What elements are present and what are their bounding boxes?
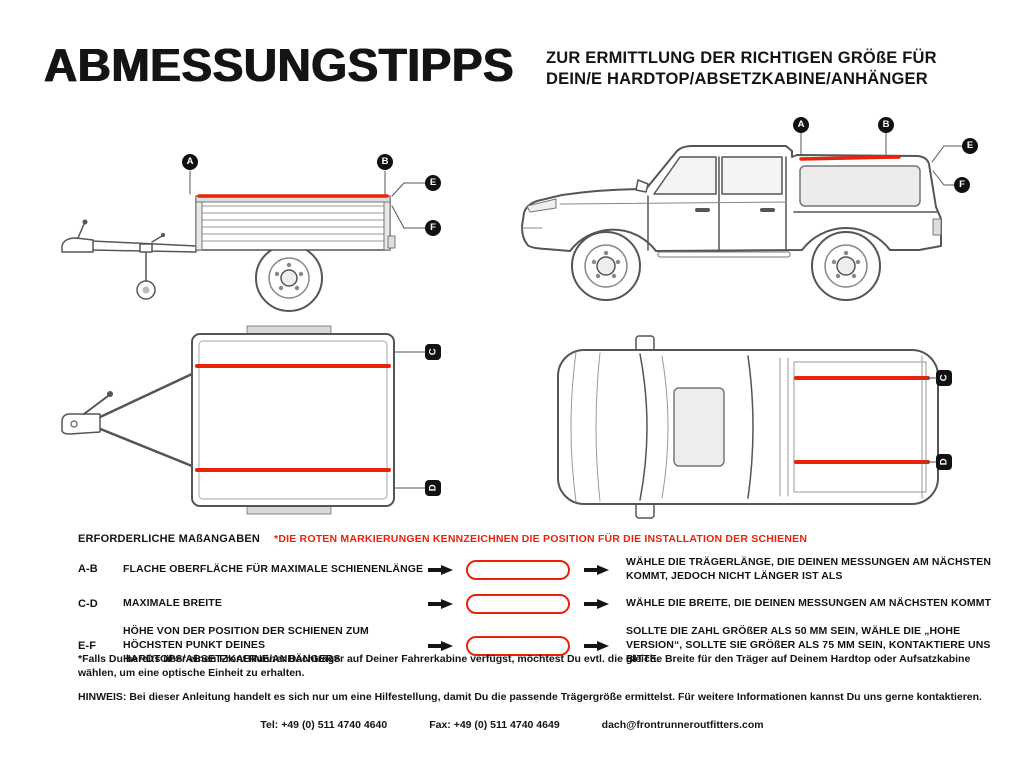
measurements-table: ERFORDERLICHE MAßANGABEN *DIE ROTEN MARK… [78, 533, 1000, 666]
size-pill [466, 635, 570, 656]
subtitle-line-1: ZUR ERMITTLUNG DER RICHTIGEN GRÖßE FÜR [546, 49, 937, 67]
measure-label: MAXIMALE BREITE [123, 597, 222, 610]
page-subtitle: ZUR ERMITTLUNG DER RICHTIGEN GRÖßE FÜR D… [546, 48, 976, 91]
arrow-icon [584, 564, 609, 575]
arrow-icon [428, 599, 453, 610]
truck-side-view [521, 132, 963, 301]
measure-row-ab: A-B FLACHE OBERFLÄCHE FÜR MAXIMALE SCHIE… [78, 556, 1000, 583]
page-title: ABMESSUNGSTIPPS [44, 39, 515, 91]
marker-f-truck: F [954, 177, 970, 193]
measurements-heading: ERFORDERLICHE MAßANGABEN [78, 533, 261, 545]
measure-label: HÖHE VON DER POSITION DER SCHIENEN ZUM H… [123, 625, 369, 665]
measure-label: FLACHE OBERFLÄCHE FÜR MAXIMALE SCHIENENL… [123, 562, 424, 575]
size-pill [466, 559, 570, 580]
contact-fax: Fax: +49 (0) 511 4740 4649 [429, 719, 560, 731]
arrow-icon [584, 599, 609, 610]
arrow-icon [428, 564, 453, 575]
measure-row-cd: C-D MAXIMALE BREITE WÄHLE DIE BREITE, DI… [78, 594, 1000, 615]
trailer-side-view [61, 170, 426, 312]
marker-d-truck: D [936, 454, 952, 470]
contact-tel: Tel: +49 (0) 511 4740 4640 [260, 719, 388, 731]
footnote-asterisk: *Falls Du bereits über einen Front Runne… [78, 653, 971, 680]
measurements-heading-row: ERFORDERLICHE MAßANGABEN *DIE ROTEN MARK… [78, 533, 1000, 545]
measure-result: SOLLTE DIE ZAHL GRÖßER ALS 50 MM SEIN, W… [626, 625, 991, 665]
size-pill [466, 594, 570, 615]
marker-b-trailer: B [377, 154, 393, 170]
subtitle-line-2: DEIN/E HARDTOP/ABSETZKABINE/ANHÄNGER [546, 70, 928, 89]
measure-row-ef: E-F HÖHE VON DER POSITION DER SCHIENEN Z… [78, 625, 1000, 666]
measure-key: A-B [78, 563, 98, 576]
marker-b-truck: B [878, 117, 894, 133]
contact-footer: Tel: +49 (0) 511 4740 4640 Fax: +49 (0) … [0, 719, 1024, 731]
measure-result: WÄHLE DIE TRÄGERLÄNGE, DIE DEINEN MESSUN… [626, 556, 992, 582]
arrow-icon [584, 640, 609, 651]
red-markings-note: *DIE ROTEN MARKIERUNGEN KENNZEICHNEN DIE… [274, 533, 808, 545]
measure-key: C-D [78, 598, 98, 611]
rail-marking-truck-side [799, 155, 901, 161]
footnote-hinweis: HINWEIS: Bei dieser Anleitung handelt es… [78, 691, 982, 703]
measure-result: WÄHLE DIE BREITE, DIE DEINEN MESSUNGEN A… [626, 597, 992, 610]
marker-c-truck: C [936, 370, 952, 386]
measure-key: E-F [78, 639, 97, 652]
marker-f-trailer: F [425, 220, 441, 236]
marker-c-trailer: C [425, 344, 441, 360]
marker-e-truck: E [962, 138, 978, 154]
trailer-top-view [61, 325, 426, 515]
marker-a-trailer: A [182, 154, 198, 170]
arrow-icon [428, 640, 453, 651]
truck-top-view [557, 335, 939, 519]
marker-e-trailer: E [425, 175, 441, 191]
marker-d-trailer: D [425, 480, 441, 496]
contact-email: dach@frontrunneroutfitters.com [601, 719, 764, 731]
marker-a-truck: A [793, 117, 809, 133]
